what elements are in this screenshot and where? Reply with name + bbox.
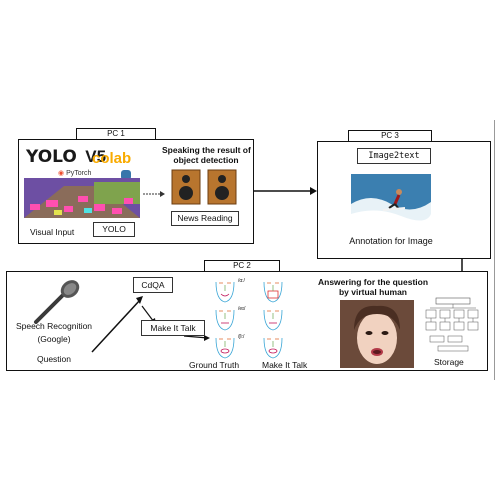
make-it-talk-tag: Make It Talk — [141, 320, 205, 336]
yolo-version-text: V5 — [85, 147, 107, 166]
answering-line2: by virtual human — [338, 287, 407, 297]
face-landmark-mit-3 — [263, 337, 283, 359]
face-landmark-grid: /ɑ:/ /eɪ/ /ʃi:/ — [212, 274, 312, 359]
pc2-title: PC 2 — [233, 261, 251, 270]
make-it-talk-caption: Make It Talk — [262, 360, 308, 370]
yolo-logo-text: YOLO — [26, 147, 77, 167]
answering-line1: Answering for the question — [317, 277, 429, 287]
speaking-result-line2: object detection — [173, 155, 239, 165]
storage-label: Storage — [434, 357, 464, 367]
colab-logo: colab — [92, 150, 132, 167]
speech-recognition-line1: Speech Recognition — [15, 321, 93, 331]
ground-truth-caption: Ground Truth — [189, 360, 240, 370]
speech-recognition-line2: (Google) — [37, 334, 71, 344]
visual-input-label: Visual Input — [30, 227, 75, 237]
object-detection-image — [24, 178, 140, 218]
speaking-result-line1: Speaking the result of — [162, 145, 251, 155]
pytorch-icon: ◉ — [58, 170, 65, 177]
pytorch-logo: ◉ PyTorch — [58, 169, 91, 177]
question-label: Question — [36, 354, 72, 364]
news-reading-tag: News Reading — [171, 211, 239, 226]
face-landmark-gt-3 — [215, 337, 235, 359]
pc2-tab: PC 2 — [204, 260, 280, 272]
face-landmark-mit-2 — [263, 309, 283, 331]
pc3-title: PC 3 — [381, 131, 399, 140]
detection-to-speaker-arrow — [143, 191, 165, 197]
storage-diagram — [425, 297, 479, 352]
pc1-title: PC 1 — [107, 129, 125, 138]
cdqa-tag: CdQA — [133, 277, 173, 293]
phoneme-label-3: /ʃi:/ — [238, 334, 245, 340]
pc1-tab: PC 1 — [76, 128, 156, 140]
surfer-image — [351, 174, 431, 226]
yolo-tag: YOLO — [93, 222, 135, 237]
right-edge-divider — [494, 120, 495, 380]
yolo-logo: YOLO V5 — [26, 147, 106, 167]
pc2-flow-arrows — [91, 296, 210, 353]
pytorch-text: PyTorch — [66, 170, 92, 177]
pc3-tab: PC 3 — [348, 130, 432, 142]
phoneme-label-2: /eɪ/ — [238, 306, 246, 312]
speaker-icon — [171, 169, 237, 205]
virtual-human-image — [340, 300, 414, 368]
face-landmark-gt-1 — [215, 281, 235, 303]
face-landmark-mit-1 — [263, 281, 283, 303]
image2text-tag: Image2text — [357, 148, 431, 164]
microphone-icon — [34, 280, 80, 324]
phoneme-label-1: /ɑ:/ — [238, 278, 245, 284]
pc1-to-pc3-arrow — [254, 187, 317, 195]
face-landmark-gt-2 — [215, 309, 235, 331]
annotation-label: Annotation for Image — [349, 236, 433, 246]
